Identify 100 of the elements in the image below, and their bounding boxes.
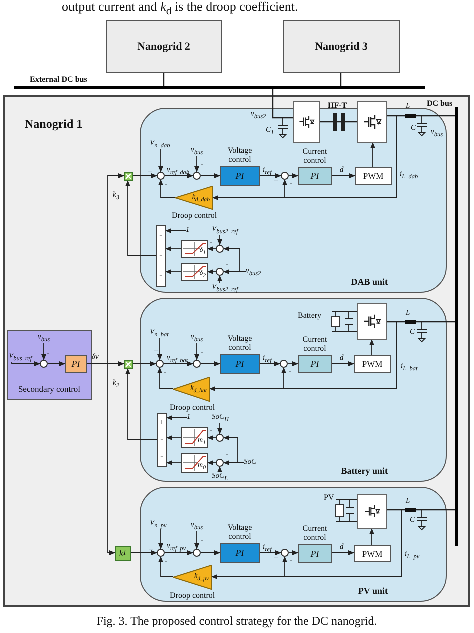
converter-block (357, 101, 387, 143)
block-caption: Droop control (172, 211, 218, 220)
sign-label: - (289, 368, 292, 376)
signal-arrow (208, 460, 216, 466)
signal-arrow (370, 340, 374, 356)
sign-label: - (160, 232, 162, 240)
converter-block (293, 101, 320, 143)
signal-arrow (260, 550, 282, 556)
signal-arrow (166, 460, 182, 466)
signal-arrow (282, 510, 402, 578)
signal-arrow (158, 148, 164, 172)
block-title: Current control (302, 525, 328, 542)
converter-block (357, 303, 387, 340)
signal-arrow (224, 460, 244, 466)
signal-arrow (282, 322, 398, 390)
sign-label: - (165, 181, 168, 189)
signal-arrow (200, 174, 220, 178)
block-caption: Droop control (170, 403, 216, 412)
summing-junction (156, 360, 164, 368)
summing-junction (40, 360, 48, 368)
pwm-block: PWM (355, 167, 392, 185)
unit-title: PV unit (358, 586, 388, 596)
summing-junction (216, 459, 224, 467)
sign-label: + (226, 237, 231, 245)
nanogrid-panel (3, 95, 470, 607)
sign-label: + (148, 356, 153, 364)
panel-title: Secondary control (17, 384, 82, 394)
pwm-block: PWM (354, 355, 391, 373)
summing-junction (193, 549, 201, 557)
connection-line (340, 73, 342, 86)
connection-line (163, 73, 165, 86)
sign-label: − (274, 554, 279, 562)
converter-block (357, 494, 387, 529)
signal-arrow (166, 228, 186, 234)
sign-label: − (149, 546, 154, 554)
text-label: Battery (298, 312, 322, 320)
sign-label: - (160, 453, 164, 462)
component-label: HF-T (328, 102, 348, 110)
sign-label: + (160, 418, 164, 427)
pi-block: PI (298, 544, 332, 563)
droop-gain-triangle (173, 565, 212, 590)
sign-label: - (160, 436, 164, 444)
signal-arrow (126, 368, 158, 440)
signal-arrow (164, 362, 194, 366)
sign-label: + (186, 178, 191, 186)
pi-block: PI (65, 355, 87, 373)
sign-label: + (154, 160, 159, 168)
signal-arrow (260, 362, 280, 366)
bus-label: External DC bus (30, 75, 88, 84)
signal-arrow (166, 246, 182, 252)
sign-label: - (201, 161, 204, 169)
signal-arrow (164, 550, 194, 556)
signal-arrow (132, 174, 158, 178)
sign-label: - (201, 537, 204, 545)
signal-arrow (194, 156, 200, 172)
signal-arrow (164, 174, 194, 178)
connection-line (272, 89, 293, 119)
summing-junction (216, 245, 224, 253)
signal-arrow (158, 180, 176, 198)
signal-arrow (260, 174, 282, 178)
sign-label: − (154, 347, 159, 355)
signal-arrow (158, 528, 164, 550)
pi-block: PI (298, 355, 332, 373)
sign-label: - (164, 369, 167, 377)
pi-block: PI (298, 167, 332, 185)
control-panel (7, 330, 92, 400)
signal-arrow (126, 180, 156, 256)
sign-label: - (160, 252, 162, 260)
signal-arrow (208, 436, 216, 440)
panel-title: Nanogrid 1 (25, 117, 83, 132)
signal-arrow (208, 246, 216, 252)
block-caption: Droop control (170, 591, 216, 600)
block-title: Voltage control (226, 147, 254, 164)
unit-title: Battery unit (341, 466, 388, 476)
signal-arrow (370, 528, 374, 546)
bus-bar (14, 75, 425, 89)
summing-junction (157, 549, 165, 557)
sign-label: - (290, 557, 293, 565)
signal-arrow (224, 270, 246, 274)
block-title: Current control (302, 148, 328, 165)
signal-arrow (208, 270, 216, 274)
limiter-block (157, 413, 167, 467)
signal-arrow (332, 362, 354, 366)
droop-gain-triangle (175, 186, 213, 210)
signal-arrow (282, 116, 398, 198)
multiplier-block (124, 172, 133, 181)
sign-label: + (273, 365, 278, 373)
unit-title: DAB unit (351, 277, 388, 287)
summing-junction (193, 360, 201, 368)
text-label: PV (324, 494, 334, 502)
bus-bar (455, 107, 458, 546)
pi-block: PI (220, 354, 260, 374)
block-title: Voltage control (226, 524, 254, 541)
signal-arrow (288, 362, 298, 366)
signal-arrow (194, 342, 200, 360)
sign-label: - (226, 451, 229, 459)
sign-label: - (160, 272, 162, 280)
signal-arrow (332, 550, 354, 556)
summing-junction (216, 268, 224, 276)
signal-arrow (132, 362, 156, 366)
